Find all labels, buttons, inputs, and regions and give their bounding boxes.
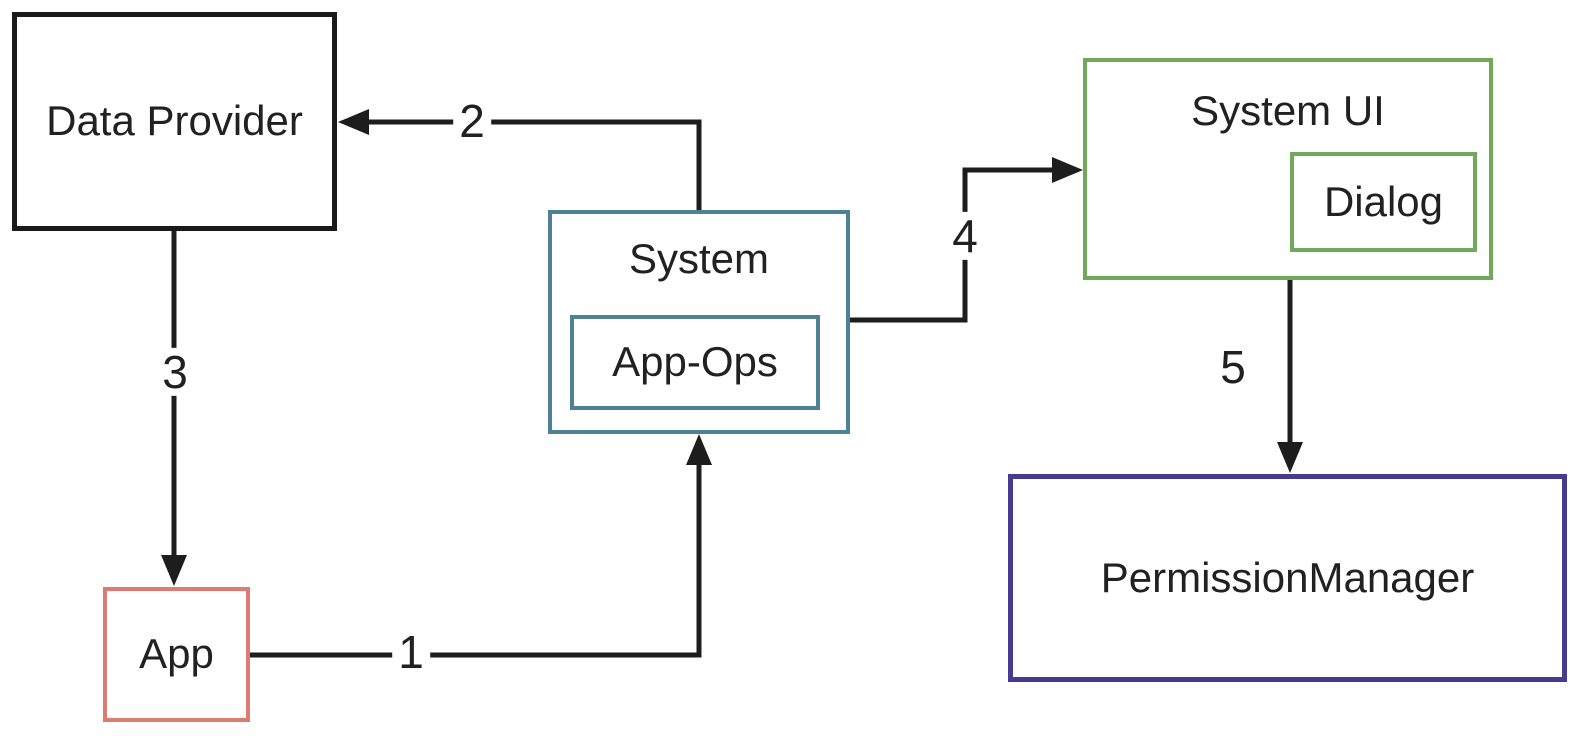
node-app-ops: App-Ops (570, 315, 820, 410)
arrow-2-head (338, 109, 369, 135)
node-system-ui-label: System UI (1191, 87, 1385, 134)
edge-label-1: 1 (392, 628, 430, 676)
arrow-5-head (1277, 442, 1303, 473)
node-permission-manager-label: PermissionManager (1100, 553, 1475, 601)
node-app-ops-label: App-Ops (612, 338, 778, 386)
arrow-1-head (686, 434, 712, 465)
node-dialog: Dialog (1290, 152, 1477, 252)
edge-label-5: 5 (1214, 343, 1252, 391)
node-dialog-label: Dialog (1323, 177, 1444, 225)
edge-label-2: 2 (453, 97, 491, 145)
arrow-3-head (161, 555, 187, 586)
node-system-ui: System UI Dialog (1083, 58, 1493, 280)
node-permission-manager: PermissionManager (1008, 474, 1567, 682)
node-data-provider: Data Provider (12, 12, 337, 231)
arrow-1-app-to-system (250, 434, 712, 658)
arrow-5-system-ui-to-permission-manager (1277, 280, 1303, 473)
node-app: App (103, 587, 250, 722)
node-data-provider-label: Data Provider (46, 97, 303, 145)
node-app-label: App (139, 630, 214, 678)
arrow-3-data-provider-to-app (161, 231, 187, 586)
node-system-label: System (628, 235, 770, 282)
edge-label-4: 4 (946, 212, 984, 260)
arrow-4-head (1052, 157, 1083, 183)
node-system: System App-Ops (548, 210, 850, 434)
arrow-2-system-to-data-provider (338, 109, 702, 210)
edge-label-3: 3 (156, 348, 194, 396)
